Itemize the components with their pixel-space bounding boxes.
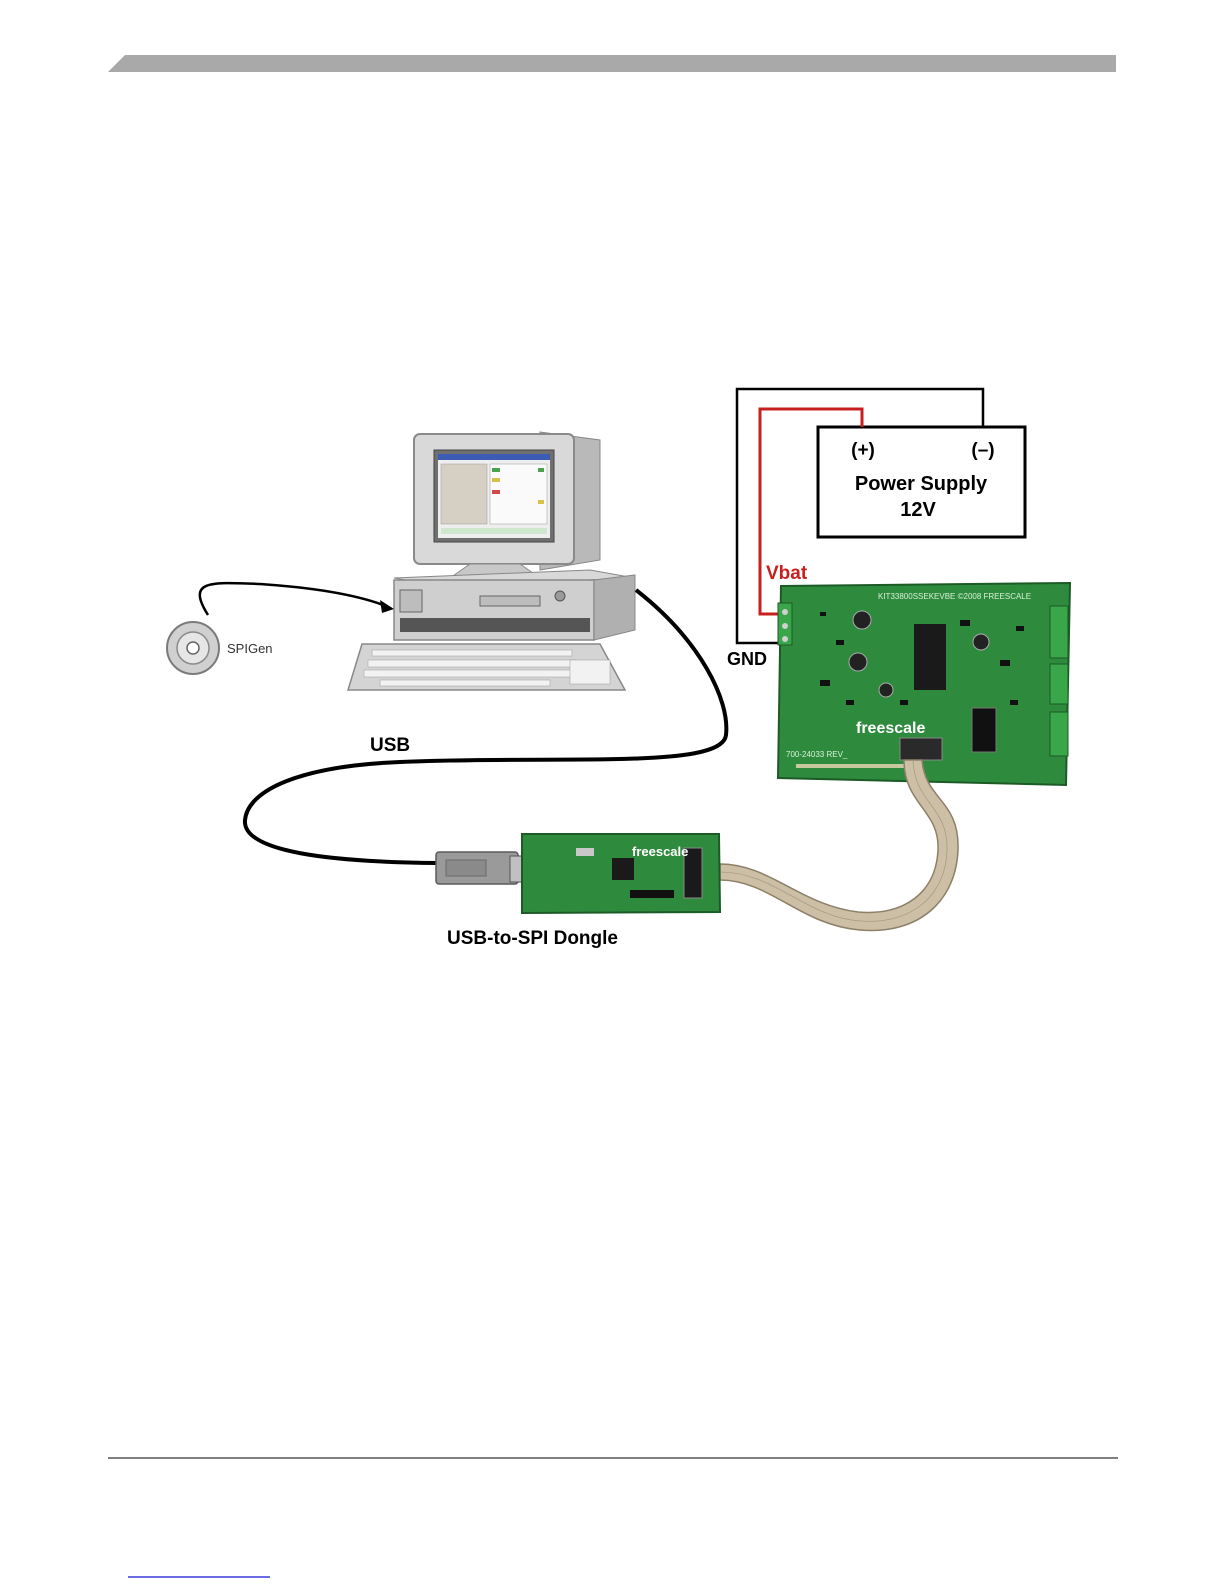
- screen-stripe-2: [492, 478, 500, 482]
- evb-pin-row: [796, 764, 916, 768]
- gnd-label: GND: [727, 649, 767, 669]
- cd-label: SPIGen: [227, 641, 273, 656]
- dongle-pin-row: [630, 890, 674, 898]
- screen-stripe-5: [538, 500, 544, 504]
- power-supply: (+) (–) Power Supply 12V: [818, 427, 1025, 537]
- power-button-icon: [555, 591, 565, 601]
- evb-brand-logo: freescale: [856, 720, 925, 737]
- screen-titlebar: [438, 454, 550, 460]
- screen-stripe-4: [538, 468, 544, 472]
- usb-label: USB: [370, 735, 410, 756]
- ribbon-cable: [720, 760, 958, 930]
- usb-spi-dongle: freescale: [436, 834, 720, 913]
- power-supply-title: Power Supply: [855, 473, 988, 495]
- evb-capacitor-3: [879, 683, 893, 697]
- screen-panel-left: [441, 464, 487, 524]
- evb-header-connector: [900, 738, 942, 760]
- cd-disc-icon: [167, 622, 219, 674]
- power-supply-minus-label: (–): [971, 440, 994, 461]
- install-arrow: [200, 583, 386, 615]
- screen-statusbar: [441, 528, 547, 534]
- evb-output-terminals: [1050, 606, 1068, 756]
- evaluation-board: KIT33800SSEKEVBE ©2008 FREESCALE freesca…: [778, 583, 1070, 785]
- dongle-label: USB-to-SPI Dongle: [447, 928, 618, 949]
- power-supply-voltage: 12V: [900, 499, 936, 521]
- evb-silk-top: KIT33800SSEKEVBE ©2008 FREESCALE: [878, 592, 1031, 601]
- install-arrow-head: [380, 600, 394, 613]
- evb-capacitor: [853, 611, 871, 629]
- floppy-drive: [480, 596, 540, 606]
- power-supply-plus-label: (+): [851, 440, 875, 461]
- evb-main-ic: [914, 624, 946, 690]
- usb-plug-grip: [446, 860, 486, 876]
- evb-silk-part: 700-24033 REV_: [786, 750, 848, 759]
- evb-capacitor-4: [973, 634, 989, 650]
- computer-case-side: [594, 575, 635, 640]
- drive-bay: [400, 590, 422, 612]
- evb-socket: [972, 708, 996, 752]
- dongle-crystal: [576, 848, 594, 856]
- front-vents: [400, 618, 590, 632]
- evb-capacitor-2: [849, 653, 867, 671]
- page-header-bar: [108, 55, 1116, 72]
- screen-stripe-3: [492, 490, 500, 494]
- dongle-brand-logo: freescale: [632, 844, 688, 859]
- screen-stripe-1: [492, 468, 500, 472]
- evb-power-terminal: [778, 603, 792, 645]
- vbat-label: Vbat: [766, 563, 808, 584]
- desktop-computer: [348, 432, 635, 690]
- dongle-chip: [612, 858, 634, 880]
